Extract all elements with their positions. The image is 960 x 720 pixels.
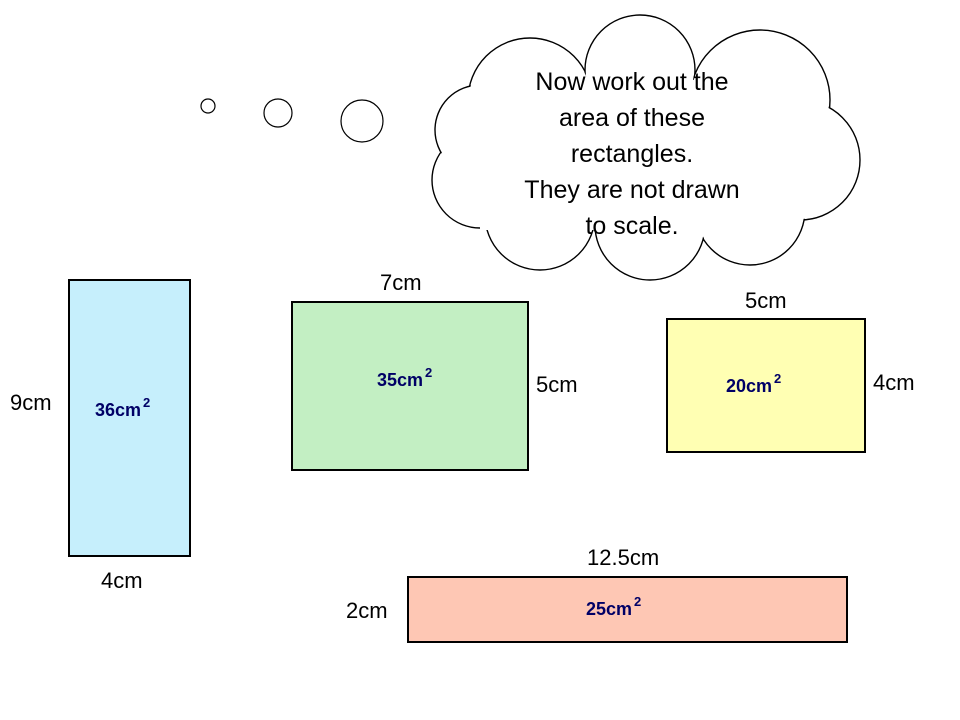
- thought-line: Now work out the: [535, 68, 729, 96]
- thought-dot-small: [200, 98, 216, 114]
- side-length-label: 9cm: [10, 390, 52, 415]
- area-value: 35cm: [377, 370, 424, 390]
- thought-line: to scale.: [585, 212, 679, 240]
- area-power: 2: [774, 371, 782, 386]
- top-length-label: 5cm: [745, 288, 787, 313]
- top-length-label: 12.5cm: [587, 545, 660, 570]
- thought-bubble-text: Now work out the area of these rectangle…: [482, 64, 782, 244]
- thought-dot-medium: [263, 98, 293, 128]
- area-power: 2: [143, 395, 151, 410]
- bottom-length-label: 4cm: [101, 568, 143, 593]
- thought-dot-large: [340, 99, 384, 143]
- side-length-label: 5cm: [536, 372, 578, 397]
- thought-cloud: [431, 14, 861, 281]
- area-value: 36cm: [95, 400, 142, 420]
- area-power: 2: [634, 594, 642, 609]
- area-value: 20cm: [726, 376, 773, 396]
- thought-line: rectangles.: [570, 140, 694, 168]
- side-length-label: 2cm: [346, 598, 388, 623]
- area-value: 25cm: [586, 599, 633, 619]
- thought-line: area of these: [559, 104, 705, 132]
- top-length-label: 7cm: [380, 270, 422, 295]
- side-length-label: 4cm: [873, 370, 915, 395]
- thought-line: They are not drawn: [524, 176, 740, 204]
- area-power: 2: [425, 365, 433, 380]
